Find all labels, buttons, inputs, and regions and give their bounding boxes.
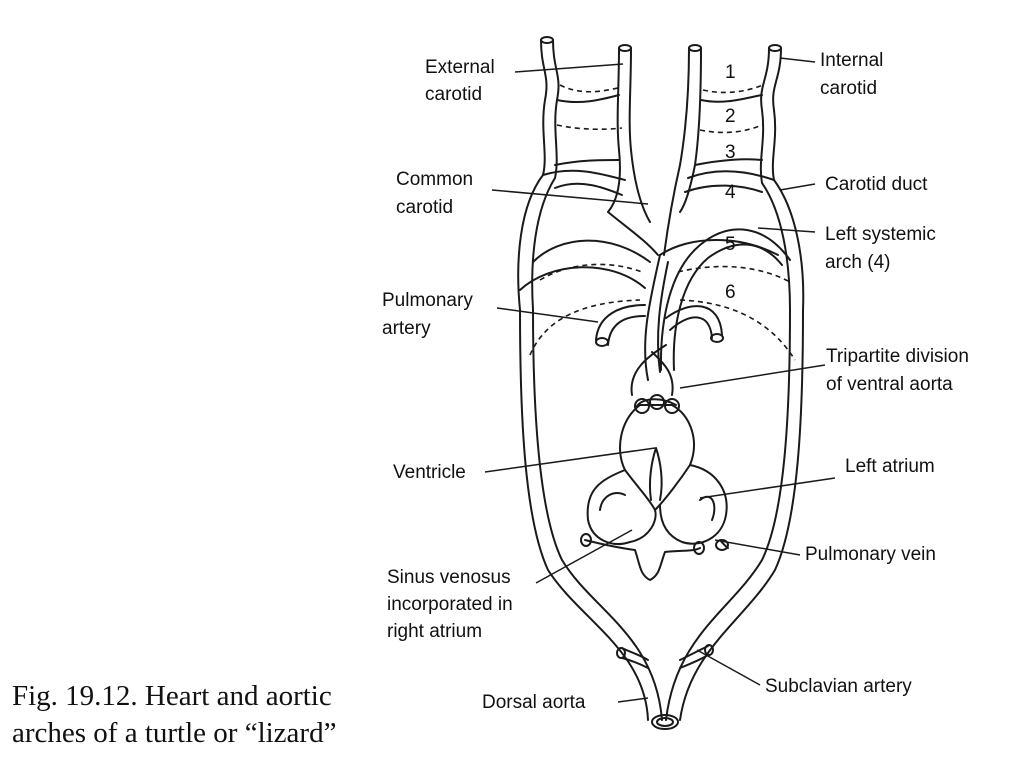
- arch-number-3: 3: [725, 142, 736, 163]
- vessel-drawing: [517, 36, 805, 730]
- ventricle-outline: [619, 404, 695, 511]
- left-dorsal-aorta-inner: [531, 39, 663, 721]
- label-tripartite-division: Tripartite division of ventral aorta: [826, 346, 974, 395]
- label-common-carotid: Common carotid: [396, 169, 478, 218]
- right-atrium-outline: [586, 469, 657, 545]
- arch-number-5: 5: [725, 234, 736, 255]
- left-dorsal-aorta-outer: [517, 39, 649, 721]
- arch-6-dashed: [529, 299, 641, 356]
- leader-lines: [484, 57, 836, 703]
- left-systemic-arch: [659, 228, 791, 371]
- label-external-carotid: External carotid: [425, 57, 500, 105]
- caption-line-2: arches of a turtle or “lizard”: [12, 717, 337, 749]
- label-pulmonary-vein: Pulmonary vein: [805, 544, 936, 565]
- arch-2-dashed: [556, 124, 623, 131]
- label-sinus-venosus: Sinus venosus incorporated in right atri…: [387, 567, 518, 642]
- ventral-aorta-trunk: [644, 254, 661, 381]
- right-dorsal-aorta-inner: [665, 47, 791, 721]
- arch-number-6: 6: [725, 282, 736, 303]
- label-left-atrium: Left atrium: [845, 456, 935, 477]
- label-internal-carotid: Internal carotid: [820, 50, 889, 99]
- arch-1-dashed: [559, 84, 619, 93]
- label-dorsal-aorta: Dorsal aorta: [482, 692, 586, 713]
- left-atrium-outline: [659, 464, 728, 545]
- label-subclavian-artery: Subclavian artery: [765, 676, 912, 697]
- label-ventricle: Ventricle: [393, 462, 466, 483]
- pulmonary-artery-left: [595, 304, 646, 341]
- caption-line-1: Fig. 19.12. Heart and aortic: [12, 680, 332, 712]
- arch-5-dashed: [539, 263, 643, 281]
- arch-numbers: 1 2 3 4 5 6: [725, 62, 736, 303]
- label-pulmonary-artery: Pulmonary artery: [382, 290, 478, 339]
- right-dorsal-aorta-outer: [679, 47, 805, 721]
- arch-number-4: 4: [725, 182, 736, 203]
- right-internal-carotid: [663, 47, 690, 256]
- label-carotid-duct: Carotid duct: [825, 174, 928, 195]
- label-left-systemic-arch: Left systemic arch (4): [825, 224, 941, 273]
- labels: External carotid Internal carotid Common…: [382, 50, 974, 713]
- left-external-carotid: [607, 47, 621, 213]
- figure-caption: Fig. 19.12. Heart and aortic arches of a…: [12, 678, 336, 752]
- sinus-venosus-veins: [584, 539, 701, 581]
- pulmonary-artery-right: [665, 305, 723, 336]
- arch-number-2: 2: [725, 106, 736, 127]
- arch-number-1: 1: [725, 62, 736, 83]
- dorsal-aorta-opening: [651, 714, 679, 730]
